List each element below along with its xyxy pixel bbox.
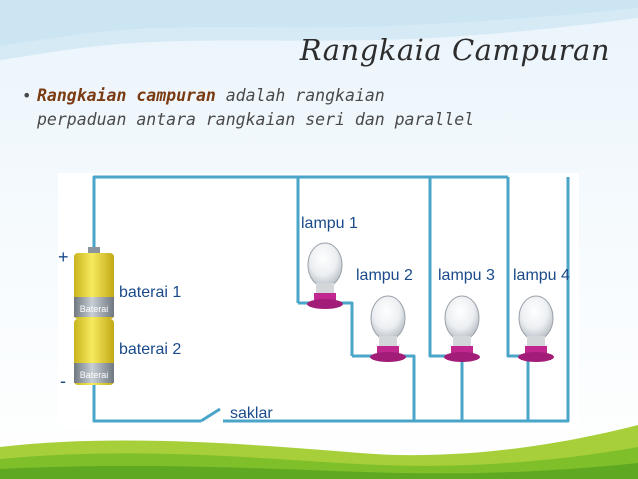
label-lampu-2: lampu 2 (356, 267, 413, 284)
definition-line2: perpaduan antara rangkaian seri dan para… (37, 110, 475, 129)
battery-2-text: Baterai (80, 370, 109, 380)
wire-battery-to-switch (92, 385, 201, 423)
minus-sign: - (60, 371, 66, 391)
bottom-hill-decoration (0, 425, 638, 479)
battery-2: Baterai (74, 319, 114, 385)
label-lampu-4: lampu 4 (513, 267, 570, 284)
plus-sign: + (58, 247, 69, 267)
definition-rest: adalah rangkaian (215, 86, 385, 105)
label-lampu-1: lampu 1 (301, 215, 358, 232)
battery-1: Baterai (74, 247, 114, 319)
definition-text: Rangkaian campuran adalah rangkaian perp… (37, 84, 597, 132)
label-saklar: saklar (230, 405, 273, 422)
wire-switch-to-right (223, 177, 570, 423)
label-baterai-2: baterai 2 (119, 341, 182, 358)
lamp-1-bulb (307, 242, 343, 309)
definition-term: Rangkaian campuran (37, 86, 216, 105)
wire-top-left (92, 175, 508, 251)
wire-lamp2-down (352, 354, 416, 421)
switch-lever[interactable] (200, 407, 221, 423)
wire-lamp1-to-lamp2 (298, 301, 354, 356)
circuit-wiring: Baterai Baterai + - (58, 175, 570, 423)
circuit-diagram: Baterai Baterai + - (58, 173, 579, 428)
battery-1-text: Baterai (80, 304, 109, 314)
label-lampu-3: lampu 3 (438, 267, 495, 284)
lamp-4-bulb (518, 295, 554, 362)
wire-branch-lamp4 (506, 177, 530, 421)
top-wave-decoration (0, 0, 638, 60)
lamp-2-bulb (370, 295, 406, 362)
label-baterai-1: baterai 1 (119, 284, 182, 301)
bullet-marker: • (22, 86, 32, 105)
lamp-3-bulb (444, 295, 480, 362)
slide-title: Rangkaia Campuran (299, 33, 610, 67)
